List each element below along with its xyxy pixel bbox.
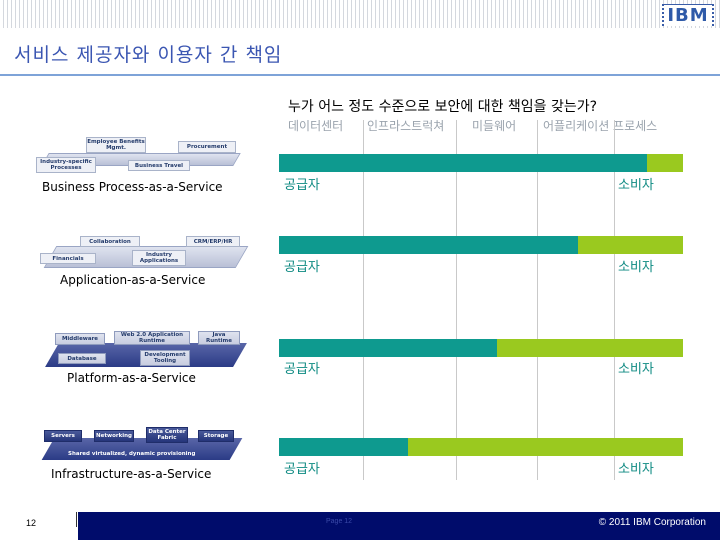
footer-bar	[0, 512, 720, 540]
diagram-item: Collaboration	[80, 236, 140, 247]
consumer-label: 소비자	[618, 362, 654, 377]
grid-line	[537, 120, 538, 480]
consumer-segment	[408, 438, 683, 456]
diagram-item: Database	[58, 353, 106, 364]
service-label-iaas: Infrastructure-as-a-Service	[51, 467, 212, 481]
responsibility-bar-paas	[279, 339, 683, 357]
diagram-item: Procurement	[178, 141, 236, 153]
grid-line	[614, 120, 615, 480]
page-title: 서비스 제공자와 이용자 간 책임	[14, 44, 283, 66]
responsibility-bar-iaas	[279, 438, 683, 456]
provider-label: 공급자	[284, 462, 320, 477]
layer-label-datacenter: 데이터센터	[288, 119, 344, 133]
consumer-segment	[577, 236, 683, 254]
ibm-logo-text: IBM	[664, 4, 712, 26]
ibm-logo: IBM	[662, 4, 714, 26]
provider-label: 공급자	[284, 178, 320, 193]
copyright-text: © 2011 IBM Corporation	[598, 517, 706, 528]
diagram-item: Financials	[40, 253, 96, 264]
service-label-paas: Platform-as-a-Service	[67, 371, 196, 385]
diagram-item: Networking	[94, 430, 134, 442]
responsibility-bar-bpaas	[279, 154, 683, 172]
layer-label-infrastructure: 인프라스트럭쳐	[367, 119, 445, 133]
diagram-item: Industry-specific Processes	[36, 157, 96, 173]
provider-label: 공급자	[284, 362, 320, 377]
diagram-item: Servers	[44, 430, 82, 442]
responsibility-bar-aaas	[279, 236, 683, 254]
layer-label-application-process: 어플리케이션 프로세스	[543, 119, 658, 133]
consumer-label: 소비자	[618, 178, 654, 193]
layer-label-middleware: 미들웨어	[472, 119, 517, 133]
diagram-item: Middleware	[55, 333, 105, 345]
grid-line	[363, 120, 364, 480]
question-text: 누가 어느 정도 수준으로 보안에 대한 책임을 갖는가?	[288, 99, 598, 115]
grid-line	[456, 120, 457, 480]
diagram-base-label: Shared virtualized, dynamic provisioning	[68, 451, 196, 457]
diagram-item: Industry Applications	[132, 250, 186, 266]
diagram-item: Business Travel	[128, 160, 190, 171]
provider-segment	[279, 339, 498, 357]
diagram-item: Web 2.0 Application Runtime	[114, 331, 190, 345]
diagram-item: Development Tooling	[140, 350, 190, 366]
provider-segment	[279, 438, 409, 456]
service-label-aaas: Application-as-a-Service	[60, 273, 206, 287]
title-rule	[0, 74, 720, 76]
provider-label: 공급자	[284, 260, 320, 275]
diagram-item: Storage	[198, 430, 234, 442]
header-stripes	[0, 0, 720, 28]
consumer-segment	[646, 154, 683, 172]
diagram-item: Java Runtime	[198, 331, 240, 345]
diagram-item: CRM/ERP/HR	[186, 236, 240, 247]
provider-segment	[279, 236, 578, 254]
consumer-segment	[497, 339, 683, 357]
diagram-item: Employee Benefits Mgmt.	[86, 137, 146, 153]
footer-left-area	[0, 512, 78, 540]
footer-center-text: Page 12	[326, 518, 353, 525]
consumer-label: 소비자	[618, 260, 654, 275]
consumer-label: 소비자	[618, 462, 654, 477]
page-number: 12	[26, 518, 37, 528]
diagram-item: Data Center Fabric	[146, 427, 188, 443]
footer-divider	[76, 512, 77, 527]
service-label-bpaas: Business Process-as-a-Service	[42, 180, 223, 194]
provider-segment	[279, 154, 647, 172]
